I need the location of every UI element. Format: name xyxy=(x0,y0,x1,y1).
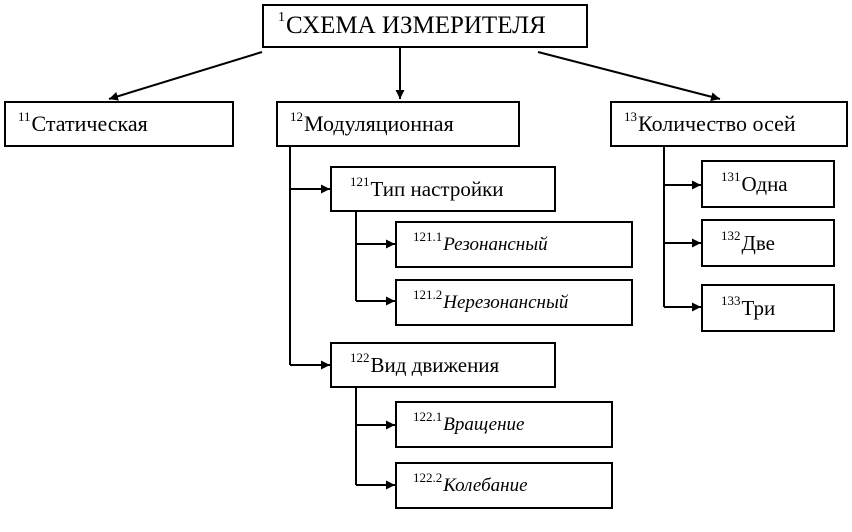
node-axes-three-code: 133 xyxy=(721,292,741,308)
node-motion-type-label: Вид движения xyxy=(370,352,500,377)
node-modulation-label: Модуляционная xyxy=(304,111,454,136)
node-root-label: СХЕМА ИЗМЕРИТЕЛЯ xyxy=(286,12,546,39)
node-axes-label: Количество осей xyxy=(638,111,796,136)
node-root-code: 1 xyxy=(278,10,285,26)
node-modulation-code: 12 xyxy=(290,108,303,124)
node-static-label: Статическая xyxy=(31,111,148,136)
edge-root-static xyxy=(108,51,263,101)
node-axes-two-label: Две xyxy=(741,230,775,255)
node-tuning-type-label: Тип настройки xyxy=(370,176,504,201)
node-nonresonant-label: Нерезонансный xyxy=(443,291,569,313)
node-rotation-label: Вращение xyxy=(443,413,525,435)
node-motion-type-code: 122 xyxy=(350,349,370,365)
node-tuning-type-code: 121 xyxy=(350,173,370,189)
node-rotation-code: 122.1 xyxy=(413,409,443,425)
node-nonresonant-code: 121.2 xyxy=(413,287,443,303)
node-resonant-code: 121.1 xyxy=(413,229,443,245)
node-axes-three-label: Три xyxy=(741,295,776,320)
edge-root-axes xyxy=(537,51,721,102)
node-axes-one-code: 131 xyxy=(721,168,741,184)
node-axes-code: 13 xyxy=(624,108,637,124)
node-resonant-label: Резонансный xyxy=(443,233,548,255)
node-oscillation-label: Колебание xyxy=(443,474,528,496)
node-axes-two-code: 132 xyxy=(721,227,741,243)
node-axes-one-label: Одна xyxy=(741,171,788,196)
node-oscillation-code: 122.2 xyxy=(413,470,443,486)
node-static-code: 11 xyxy=(18,108,31,124)
